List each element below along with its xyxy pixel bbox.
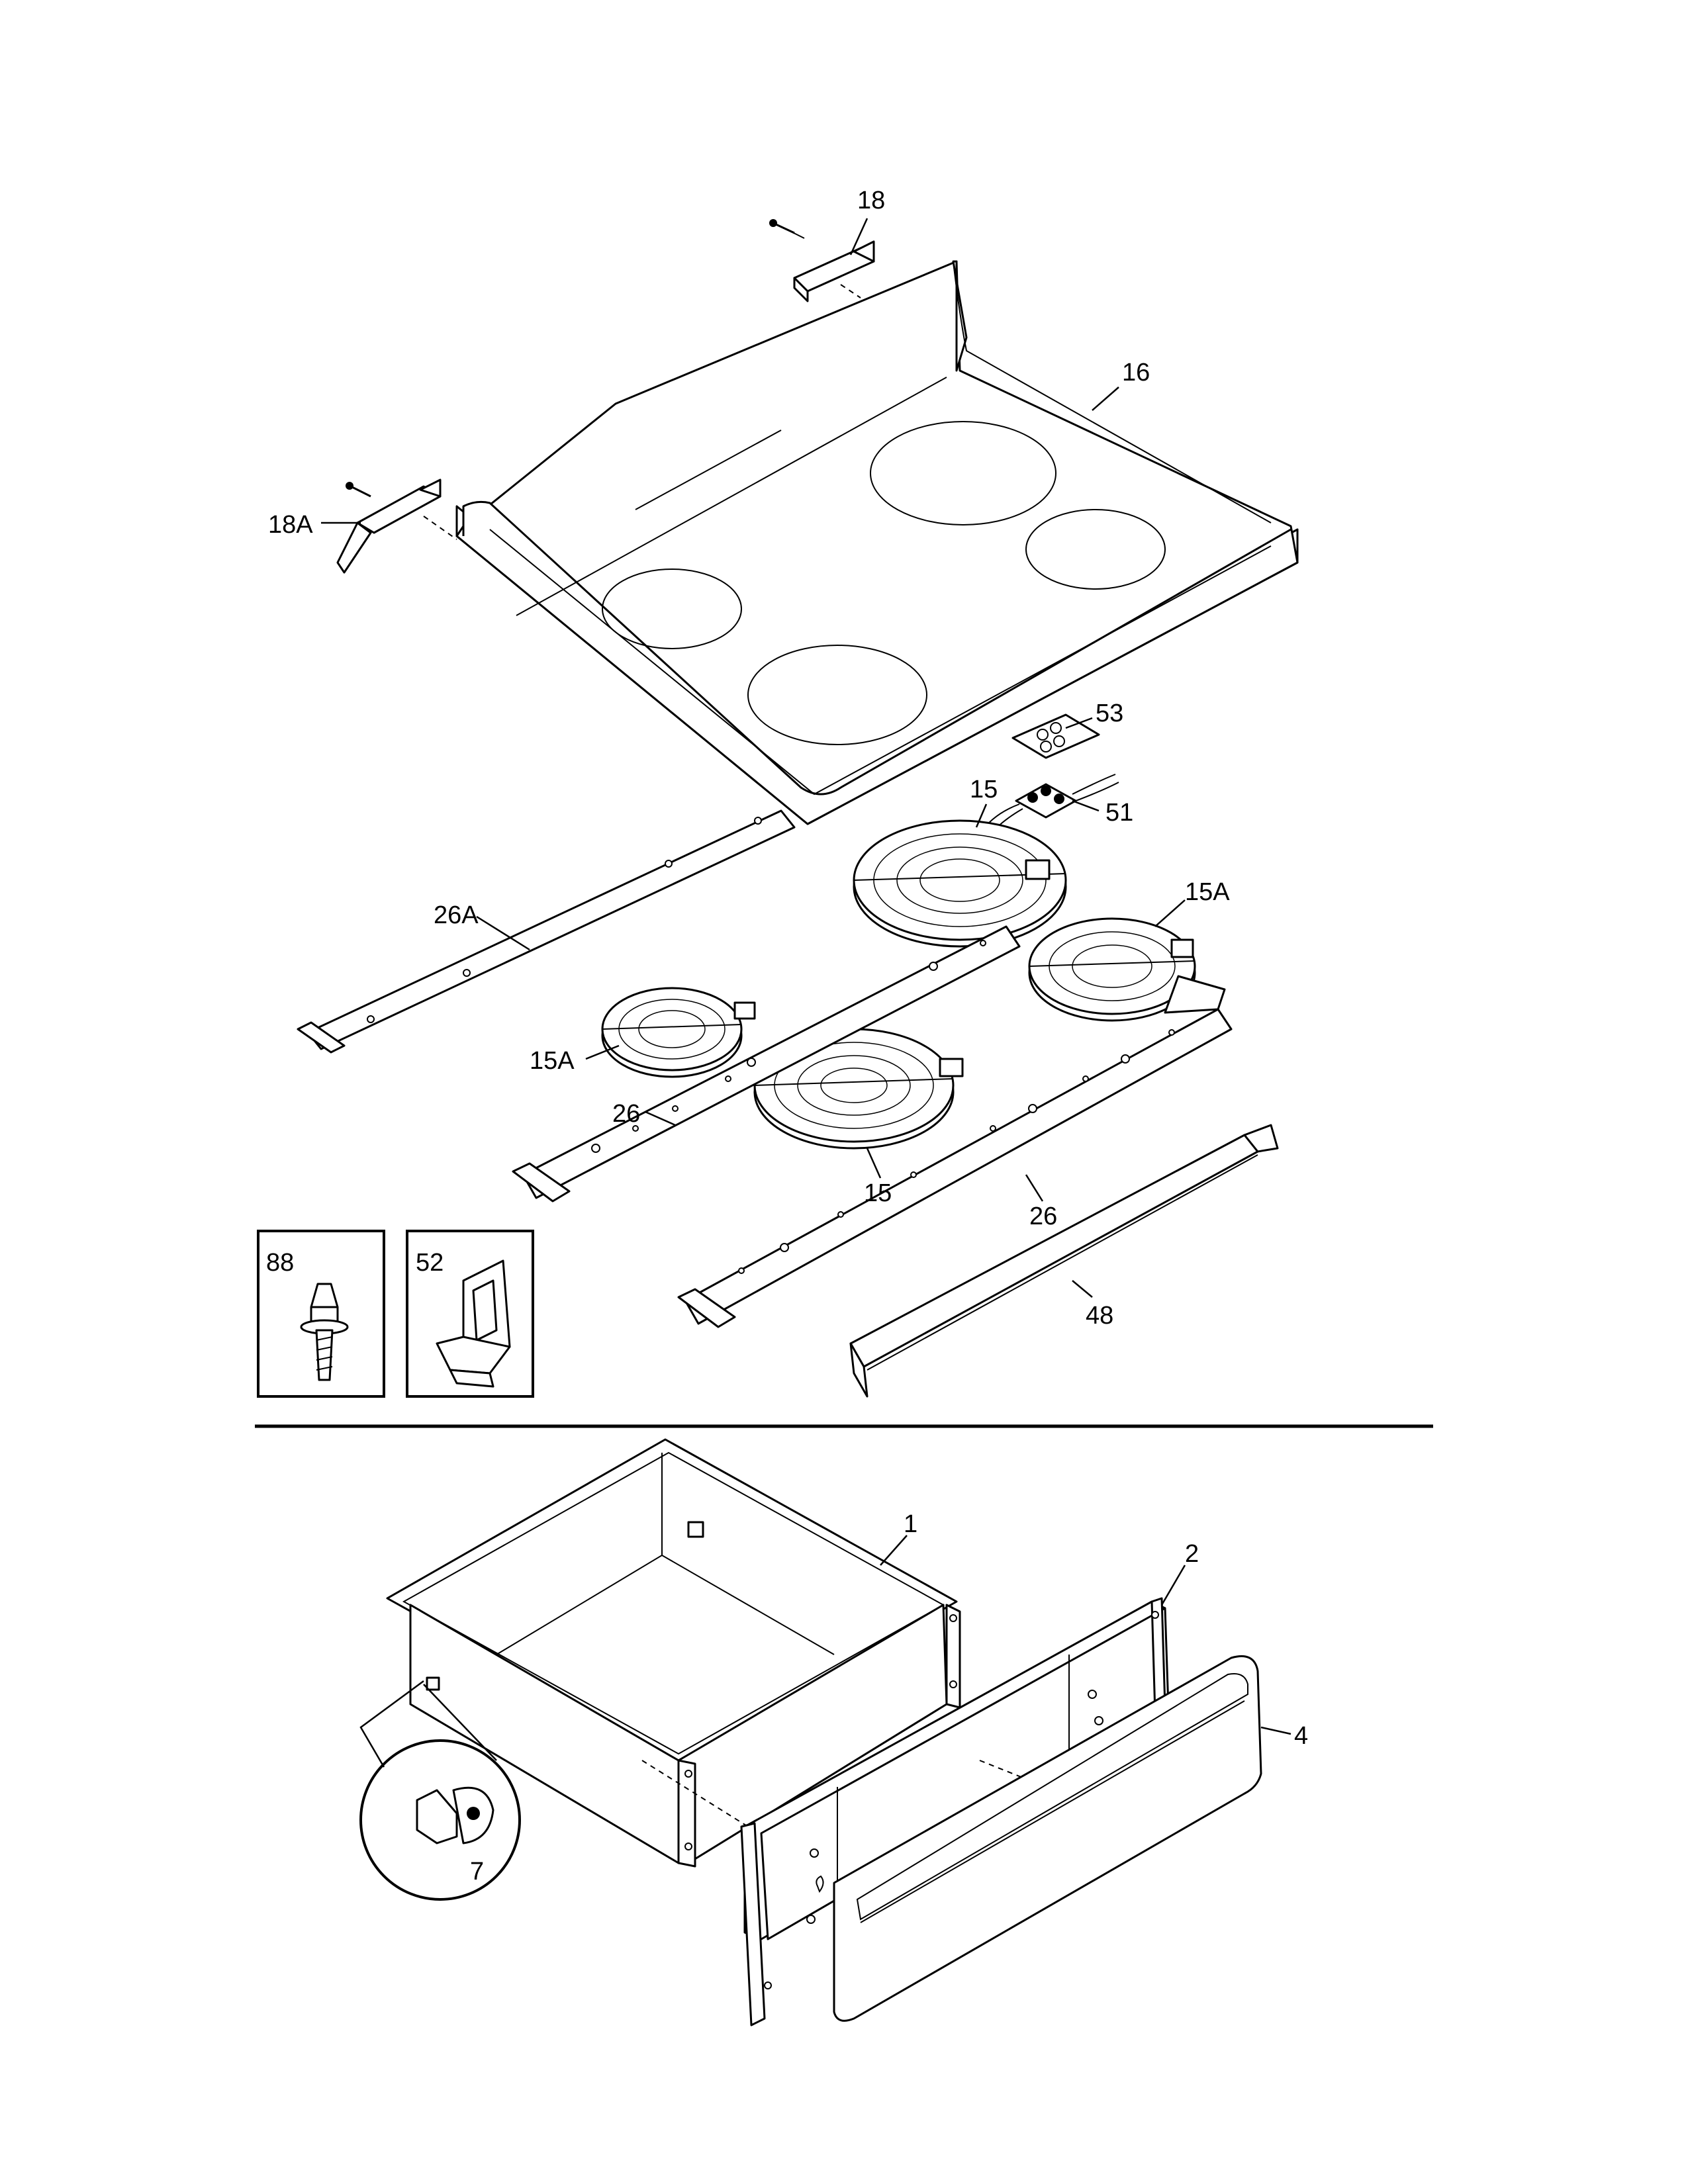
callout-7: 7	[470, 1858, 484, 1886]
element-15A-left[interactable]	[601, 987, 756, 1078]
terminal-cover-53[interactable]	[1011, 713, 1100, 759]
callout-26-right: 26	[1029, 1203, 1057, 1230]
mount-line-18	[840, 284, 861, 298]
drawer-front-4[interactable]	[833, 1655, 1262, 2022]
bracket-18A[interactable]	[336, 478, 442, 574]
front-trim-48[interactable]	[849, 1124, 1279, 1398]
leader-lines	[321, 218, 1291, 1735]
frame-align-line	[979, 1760, 1047, 1788]
drawer-box-1[interactable]	[386, 1438, 961, 1868]
callout-53: 53	[1096, 700, 1123, 727]
callout-52: 52	[416, 1249, 444, 1277]
callout-1: 1	[904, 1510, 917, 1538]
element-15-rear[interactable]	[853, 819, 1067, 948]
callout-51: 51	[1105, 799, 1133, 827]
callout-18: 18	[857, 187, 885, 214]
bracket-18[interactable]	[784, 228, 875, 302]
callout-26A: 26A	[434, 901, 479, 929]
callout-48: 48	[1086, 1302, 1113, 1330]
support-rail-26-right[interactable]	[677, 975, 1233, 1328]
cooktop-glass-top[interactable]	[455, 260, 1299, 825]
callout-2: 2	[1185, 1540, 1199, 1568]
screw-18A[interactable]	[346, 482, 371, 498]
callout-16: 16	[1122, 359, 1150, 387]
callout-15-front: 15	[864, 1179, 892, 1207]
stud-bolt-88[interactable]	[300, 1283, 349, 1381]
callout-labels: 18 16 18A 53 15 51 15A 26A 15A 26 15 26 …	[266, 187, 1308, 1886]
callout-15-rear: 15	[970, 776, 998, 803]
clip-52[interactable]	[436, 1259, 511, 1388]
screw-18[interactable]	[769, 219, 795, 234]
rail-26A[interactable]	[297, 809, 796, 1054]
callout-26-left: 26	[612, 1100, 640, 1128]
callout-88: 88	[266, 1249, 294, 1277]
drawer-roller-7[interactable]	[416, 1786, 494, 1844]
element-15A-right[interactable]	[1028, 917, 1196, 1022]
callout-15A-left: 15A	[530, 1047, 575, 1075]
callout-15A-right: 15A	[1185, 878, 1230, 906]
callout-4: 4	[1294, 1722, 1308, 1750]
mount-line-18A	[423, 516, 457, 540]
drawer-align-line	[641, 1760, 749, 1827]
support-rail-26-left[interactable]	[512, 925, 1021, 1203]
callout-18A: 18A	[268, 511, 313, 539]
